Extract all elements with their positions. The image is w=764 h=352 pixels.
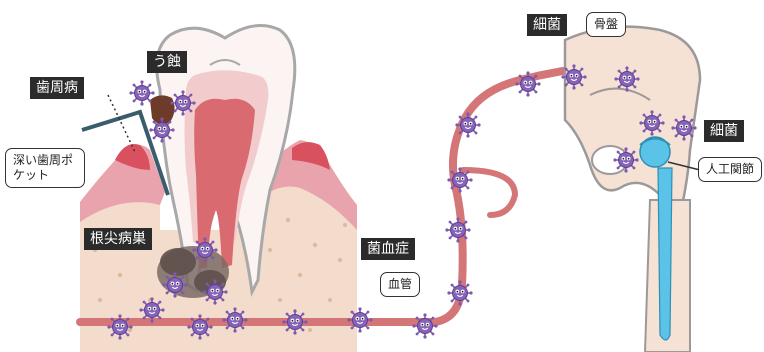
label-bacteria-top: 細菌	[527, 14, 567, 36]
bacteria-icon	[613, 147, 638, 172]
bacteria-icon	[162, 272, 187, 297]
bacteria-icon	[192, 237, 217, 262]
label-blood-vessel: 血管	[380, 272, 420, 297]
label-pelvis: 骨盤	[586, 12, 626, 37]
bacteria-icon	[347, 307, 372, 332]
bacteria-icon	[107, 314, 132, 339]
bacteria-icon	[614, 66, 639, 91]
bacteria-icon	[129, 80, 154, 105]
label-periapical-lesion: 根尖病巣	[84, 228, 152, 250]
label-cavity: う蝕	[147, 51, 187, 73]
label-bacteria-right: 細菌	[704, 120, 744, 142]
bacteria-icon	[515, 71, 540, 96]
bacteria-icon	[222, 307, 247, 332]
bacteria-icon	[149, 117, 174, 142]
bacteria-icon	[139, 297, 164, 322]
bacteria-icon	[412, 313, 437, 338]
bacteria-icon	[445, 217, 470, 242]
periodontal-leader	[108, 95, 135, 152]
bacteria-icon	[187, 314, 212, 339]
bacteria-icon	[447, 280, 472, 305]
label-periodontal-disease: 歯周病	[30, 77, 84, 99]
bacteria-icon	[639, 110, 664, 135]
label-bacteremia: 菌血症	[361, 238, 415, 260]
bacteria-icon	[671, 115, 696, 140]
bacteria-icon	[447, 167, 472, 192]
bacteria-icon	[455, 112, 480, 137]
bacteria-icon	[282, 309, 307, 334]
bacteria-icon	[202, 279, 227, 304]
bacteria-icon	[561, 64, 586, 89]
bacteria-icon	[170, 90, 195, 115]
label-artificial-joint: 人工関節	[698, 157, 762, 182]
label-deep-periodontal-pocket: 深い歯周ポケット	[5, 148, 85, 188]
